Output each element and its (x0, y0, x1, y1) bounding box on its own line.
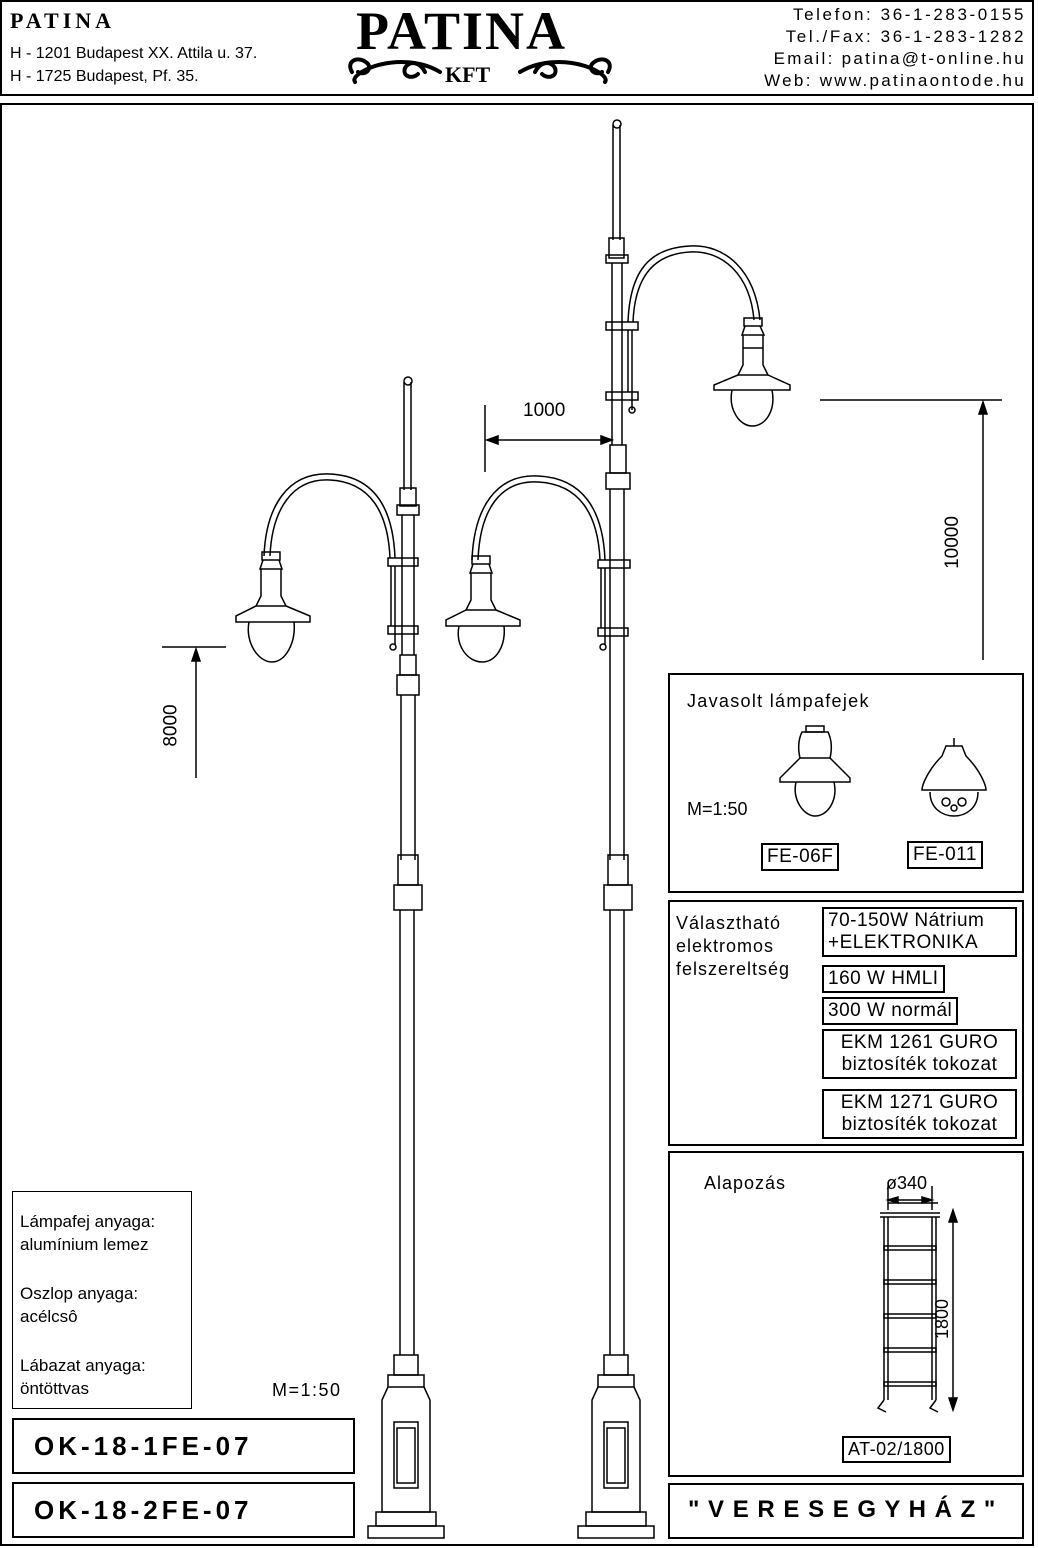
address-line-1: H - 1201 Budapest XX. Attila u. 37. (10, 45, 258, 62)
contact-phone: Telefon: 36-1-283-0155 (793, 5, 1026, 24)
electrical-title-1: Választható (676, 913, 782, 933)
foundation-diameter: ø340 (886, 1173, 928, 1193)
material-pole-value: acélcsô (20, 1307, 78, 1326)
dimension-height-short: 8000 (160, 704, 182, 747)
head-label-fe06f: FE-06F (761, 843, 840, 871)
suggested-heads-panel (668, 673, 1024, 893)
project-name-box (668, 1483, 1024, 1539)
electrical-option-sodium-line-2: +ELEKTRONIKA (828, 931, 979, 953)
material-base-value: öntöttvas (20, 1379, 89, 1398)
logo-wordmark: PATINA (356, 1, 567, 61)
electrical-option-normal: 300 W normál (822, 997, 959, 1025)
drawing-frame (0, 103, 1034, 1546)
project-name: " V E R E S E G Y H Á Z " (688, 1496, 997, 1523)
dimension-arm-reach: 1000 (523, 400, 566, 421)
electrical-option-ekm1261: EKM 1261 GURO biztosíték tokozat (822, 1029, 1017, 1079)
product-code-2-box (12, 1482, 355, 1538)
logo-kft: KFT (445, 62, 491, 87)
electrical-option-hmli: 160 W HMLI (822, 965, 945, 993)
material-pole-label: Oszlop anyaga: (20, 1284, 139, 1303)
material-base-label: Lábazat anyaga: (20, 1356, 146, 1375)
electrical-option-ekm1271-line-1: EKM 1271 GURO (840, 1092, 999, 1113)
electrical-option-ekm1271-line-2: biztosíték tokozat (841, 1113, 998, 1135)
electrical-option-ekm1271: EKM 1271 GURO biztosíték tokozat (822, 1089, 1017, 1139)
suggested-heads-scale: M=1:50 (687, 799, 748, 819)
company-name-small: PATINA (10, 8, 116, 33)
dimension-height-tall: 10000 (941, 516, 963, 569)
material-head-label: Lámpafej anyaga: (20, 1212, 156, 1231)
drawing-scale: M=1:50 (272, 1380, 342, 1400)
electrical-option-ekm1261-line-1: EKM 1261 GURO (840, 1032, 999, 1053)
materials-panel (12, 1191, 192, 1409)
electrical-title-3: felszereltség (676, 959, 791, 979)
product-code-2: OK-18-2FE-07 (34, 1495, 253, 1525)
electrical-option-sodium: 70-150W Nátrium +ELEKTRONIKA (822, 907, 1017, 957)
address-line-2: H - 1725 Budapest, Pf. 35. (10, 68, 199, 85)
material-head-value: alumínium lemez (20, 1235, 149, 1254)
electrical-option-sodium-line-1: 70-150W Nátrium (828, 910, 985, 931)
electrical-title-2: elektromos (676, 936, 775, 956)
contact-fax: Tel./Fax: 36-1-283-1282 (785, 27, 1026, 46)
foundation-depth: 1800 (932, 1298, 953, 1340)
head-label-fe011: FE-011 (907, 841, 983, 869)
foundation-code: AT-02/1800 (842, 1436, 951, 1463)
electrical-options-panel (668, 900, 1024, 1146)
product-code-1-box (12, 1418, 355, 1474)
header-frame (0, 0, 1034, 96)
contact-email: Email: patina@t-online.hu (773, 49, 1026, 68)
product-code-1: OK-18-1FE-07 (34, 1431, 253, 1461)
contact-web: Web: www.patinaontode.hu (764, 71, 1026, 90)
suggested-heads-title: Javasolt lámpafejek (687, 691, 870, 711)
foundation-title: Alapozás (704, 1173, 787, 1193)
electrical-option-ekm1261-line-2: biztosíték tokozat (841, 1053, 998, 1075)
foundation-panel (668, 1151, 1024, 1477)
